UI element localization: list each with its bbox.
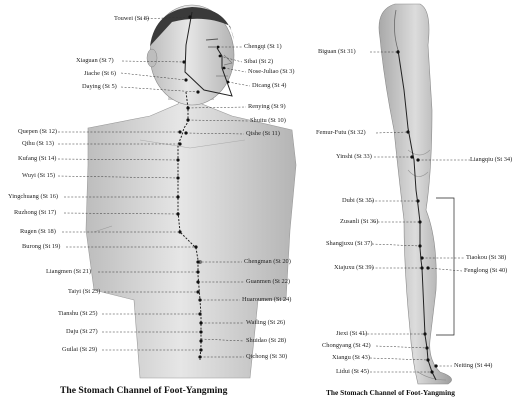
label-guanmen: Guanmen (St 22) <box>246 278 290 285</box>
label-chengqi: Chengqi (St 1) <box>244 43 282 50</box>
label-shuitu: Shuitu (St 10) <box>250 117 286 124</box>
label-renying: Renying (St 9) <box>248 103 286 110</box>
leg-figure <box>379 4 452 384</box>
label-kufang: Kufang (St 14) <box>18 155 56 162</box>
label-touwei: Touwei (St 8) <box>114 15 149 22</box>
label-dubi: Dubi (St 35) <box>342 197 374 204</box>
label-liangmen: Liangmen (St 21) <box>46 268 91 275</box>
label-wailing: Wailing (St 26) <box>246 319 285 326</box>
label-xiajuxu: Xiajuxu (St 39) <box>334 264 374 271</box>
label-qishe: Qishe (St 11) <box>246 130 280 137</box>
right-figure-caption: The Stomach Channel of Foot-Yangming <box>326 388 455 397</box>
label-burong: Burong (St 19) <box>22 243 60 250</box>
label-neiting: Neiting (St 44) <box>454 362 492 369</box>
label-femur-futu: Femur-Futu (St 32) <box>316 129 366 136</box>
label-yinshi: Yinshi (St 33) <box>336 153 372 160</box>
label-chongyang: Chongyang (St 42) <box>322 342 371 349</box>
label-huaroumen: Huaroumen (St 24) <box>242 296 291 303</box>
label-biguan: Biguan (St 31) <box>318 48 356 55</box>
label-liangqiu: Liangqiu (St 34) <box>470 156 512 163</box>
label-jiache: Jiache (St 6) <box>84 70 116 77</box>
left-figure-caption: The Stomach Channel of Foot-Yangming <box>60 385 227 396</box>
label-tianshu: Tianshu (St 25) <box>58 310 98 317</box>
label-wuyi: Wuyi (St 15) <box>22 172 55 179</box>
label-xiaguan: Xiaguan (St 7) <box>76 57 114 64</box>
label-qihu: Qihu (St 13) <box>22 140 54 147</box>
label-ruzhong: Ruzhong (St 17) <box>14 209 56 216</box>
label-chengman: Chengman (St 20) <box>244 258 291 265</box>
label-fenglong: Fenglong (St 40) <box>464 267 507 274</box>
label-taiyi: Taiyi (St 23) <box>68 288 100 295</box>
label-shuidao: Shuidao (St 28) <box>246 337 286 344</box>
label-daying: Daying (St 5) <box>82 83 117 90</box>
label-rugen: Rugen (St 18) <box>20 228 56 235</box>
label-shangjuxu: Shangjuxu (St 37) <box>326 240 373 247</box>
label-jiexi: Jiexi (St 41) <box>336 330 367 337</box>
label-qichong: Qichong (St 30) <box>246 353 287 360</box>
label-yingchuang: Yingchuang (St 16) <box>8 193 58 200</box>
label-lidui: Lidui (St 45) <box>336 368 369 375</box>
label-guilai: Guilai (St 29) <box>62 346 97 353</box>
label-daju: Daju (St 27) <box>66 328 98 335</box>
label-dicang: Dicang (St 4) <box>252 82 286 89</box>
label-nose-juliao: Nose-Juliao (St 3) <box>248 68 295 75</box>
label-quepen: Quepen (St 12) <box>18 128 57 135</box>
label-sibai: Sibai (St 2) <box>244 58 273 65</box>
label-zusanli: Zusanli (St 36) <box>340 218 378 225</box>
label-tiaokou: Tiaokou (St 38) <box>466 254 506 261</box>
label-xiangu: Xiangu (St 43) <box>332 354 370 361</box>
